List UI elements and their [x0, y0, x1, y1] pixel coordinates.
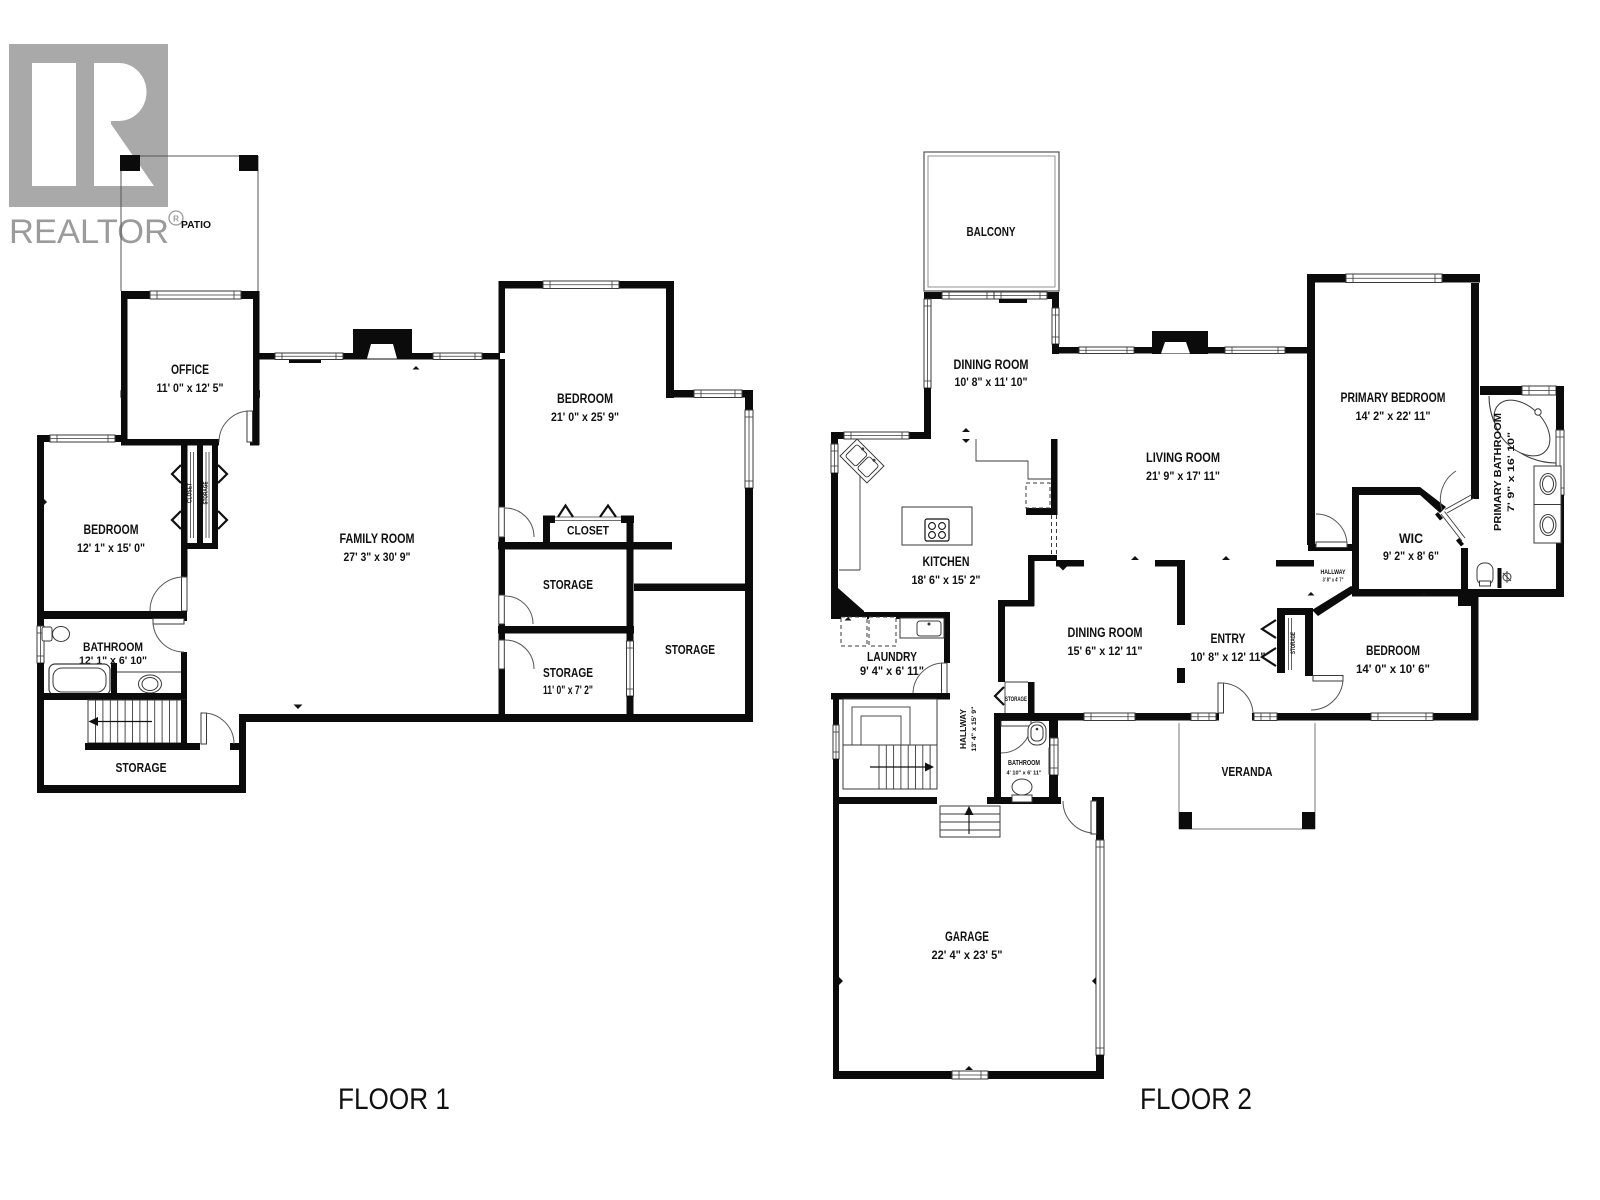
svg-text:DINING ROOM: DINING ROOM	[1068, 625, 1143, 640]
svg-text:BEDROOM: BEDROOM	[557, 391, 613, 406]
svg-text:10' 8" x 11' 10": 10' 8" x 11' 10"	[955, 375, 1028, 389]
svg-text:13' 4" x 15' 9": 13' 4" x 15' 9"	[971, 707, 978, 752]
svg-text:KITCHEN: KITCHEN	[923, 554, 970, 569]
svg-text:VERANDA: VERANDA	[1222, 764, 1273, 779]
svg-text:FLOOR 1: FLOOR 1	[338, 1083, 450, 1116]
svg-text:CLOSET: CLOSET	[187, 483, 194, 503]
svg-text:4' 10" x 6' 11": 4' 10" x 6' 11"	[1007, 771, 1042, 777]
svg-text:9' 2" x 8' 6": 9' 2" x 8' 6"	[1383, 549, 1439, 563]
svg-text:FLOOR 2: FLOOR 2	[1140, 1083, 1252, 1116]
svg-text:REALTOR: REALTOR	[9, 213, 169, 251]
svg-text:GARAGE: GARAGE	[945, 929, 989, 944]
svg-text:STORAGE: STORAGE	[543, 665, 593, 680]
svg-text:18' 6" x 15' 2": 18' 6" x 15' 2"	[912, 573, 981, 587]
svg-text:BEDROOM: BEDROOM	[1366, 643, 1420, 658]
svg-text:DINING ROOM: DINING ROOM	[954, 357, 1029, 372]
svg-text:14' 0" x 10' 6": 14' 0" x 10' 6"	[1356, 662, 1430, 676]
svg-text:LIVING ROOM: LIVING ROOM	[1146, 450, 1220, 465]
svg-text:22' 4" x 23' 5": 22' 4" x 23' 5"	[932, 948, 1003, 962]
svg-text:11' 0" x 7' 2": 11' 0" x 7' 2"	[543, 683, 593, 697]
svg-text:OFFICE: OFFICE	[171, 362, 209, 377]
svg-text:9' 4" x 6' 11": 9' 4" x 6' 11"	[860, 666, 924, 678]
svg-text:15' 6" x 12' 11": 15' 6" x 12' 11"	[1068, 644, 1143, 658]
svg-text:STORAGE: STORAGE	[665, 642, 715, 657]
svg-text:7' 9" x 16' 10": 7' 9" x 16' 10"	[1506, 432, 1517, 512]
svg-text:11' 0" x 12' 5": 11' 0" x 12' 5"	[157, 381, 224, 395]
svg-text:STORAGE: STORAGE	[203, 481, 210, 504]
svg-text:3' 8" x 4' 7": 3' 8" x 4' 7"	[1323, 578, 1344, 584]
svg-text:ENTRY: ENTRY	[1211, 631, 1246, 646]
svg-text:LAUNDRY: LAUNDRY	[867, 649, 917, 664]
svg-text:R: R	[173, 215, 179, 224]
svg-text:STORAGE: STORAGE	[1005, 697, 1027, 703]
svg-text:PRIMARY BATHROOM: PRIMARY BATHROOM	[1492, 413, 1504, 531]
svg-text:BEDROOM: BEDROOM	[84, 522, 139, 537]
svg-text:CLOSET: CLOSET	[567, 526, 609, 538]
svg-text:PRIMARY BEDROOM: PRIMARY BEDROOM	[1341, 390, 1446, 405]
svg-text:PATIO: PATIO	[181, 219, 211, 231]
svg-text:27' 3" x 30' 9": 27' 3" x 30' 9"	[344, 550, 411, 564]
svg-text:STORAGE: STORAGE	[1291, 632, 1297, 654]
svg-text:FAMILY ROOM: FAMILY ROOM	[340, 531, 415, 546]
svg-text:BATHROOM: BATHROOM	[1008, 760, 1040, 767]
svg-text:10' 8" x 12' 11": 10' 8" x 12' 11"	[1191, 650, 1266, 664]
svg-text:21' 0" x 25' 9": 21' 0" x 25' 9"	[551, 410, 619, 424]
svg-text:STORAGE: STORAGE	[116, 760, 167, 775]
svg-text:21' 9" x 17' 11": 21' 9" x 17' 11"	[1146, 469, 1220, 483]
svg-text:HALLWAY: HALLWAY	[1321, 570, 1346, 576]
svg-text:STORAGE: STORAGE	[543, 577, 593, 592]
svg-text:BALCONY: BALCONY	[967, 224, 1016, 239]
svg-text:14' 2" x 22' 11": 14' 2" x 22' 11"	[1356, 409, 1431, 423]
svg-text:BATHROOM: BATHROOM	[83, 642, 143, 654]
svg-text:12' 1" x 15' 0": 12' 1" x 15' 0"	[77, 541, 145, 555]
svg-text:WIC: WIC	[1399, 531, 1423, 546]
svg-text:HALLWAY: HALLWAY	[959, 708, 968, 749]
